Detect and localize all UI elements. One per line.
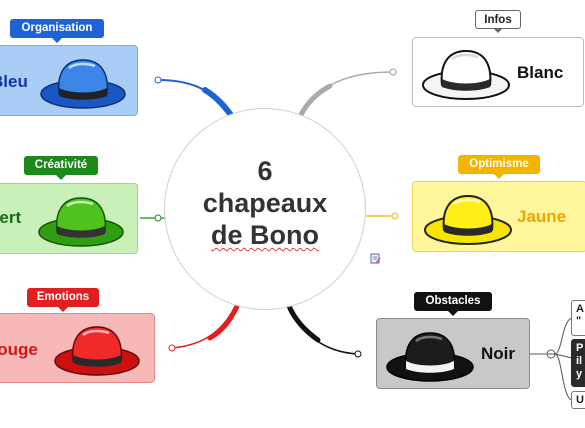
black-hat-icon [386, 332, 474, 382]
central-topic-title: 6 chapeaux de Bono [202, 156, 328, 250]
connector-bleu [157, 79, 234, 118]
connector-noir [287, 304, 359, 355]
noir-child-1[interactable]: A " [571, 300, 585, 336]
connector-blanc [299, 71, 394, 117]
connector-blanc-thick [297, 83, 333, 120]
red-hat-icon [54, 326, 140, 376]
node-noir-label: Noir [481, 344, 515, 363]
node-blanc[interactable]: Blanc [412, 37, 584, 107]
white-hat-icon [422, 49, 510, 100]
noir-child-2[interactable]: P il y [571, 339, 585, 387]
note-icon[interactable] [370, 251, 381, 264]
tag-obstacles: Obstacles [414, 292, 492, 316]
noir-child-3[interactable]: U [571, 391, 585, 409]
node-vert-label: Vert [0, 208, 22, 227]
node-rouge[interactable]: Rouge [0, 313, 155, 383]
central-topic[interactable]: 6 chapeaux de Bono [164, 108, 366, 310]
node-noir[interactable]: Noir [376, 318, 530, 389]
connector-noir-thick [286, 303, 321, 343]
node-jaune-label: Jaune [517, 207, 567, 226]
yellow-hat-icon [424, 194, 512, 245]
tag-infos: Infos [475, 10, 521, 33]
green-hat-icon [38, 197, 124, 247]
blue-hat-icon [40, 59, 126, 109]
tag-optimisme: Optimisme [458, 155, 540, 179]
node-vert[interactable]: Vert [0, 183, 138, 254]
node-bleu-label: Bleu [0, 72, 28, 91]
tag-emotions: Emotions [27, 288, 99, 312]
node-blanc-label: Blanc [517, 63, 564, 82]
node-bleu[interactable]: Bleu [0, 45, 138, 116]
connector-rouge-thick [207, 299, 242, 341]
tag-organisation: Organisation [10, 19, 104, 43]
node-jaune[interactable]: Jaune [412, 181, 585, 252]
node-rouge-label: Rouge [0, 340, 38, 359]
tag-creativite: Créativité [24, 156, 98, 180]
